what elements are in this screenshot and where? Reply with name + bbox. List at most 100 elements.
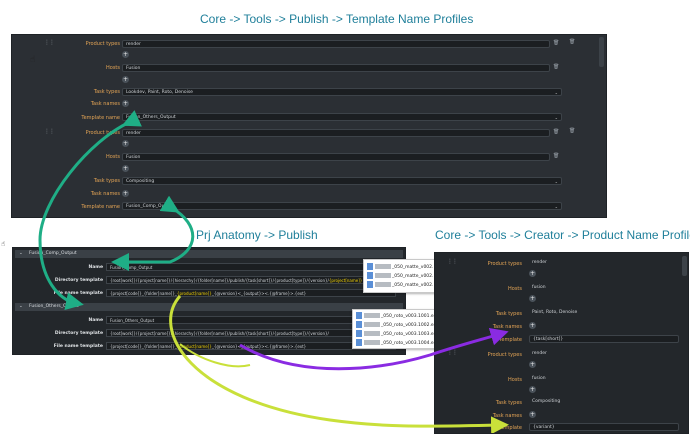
label-task-names: Task names [492, 324, 522, 330]
heading-product-name-profiles: Core -> Tools -> Creator -> Product Name… [435, 228, 690, 242]
file-name: _050_roto_v003.1002.exr [381, 323, 439, 328]
group-header-others-output[interactable]: ⌄ Fusion_Others_Output [15, 303, 403, 311]
drag-handle-icon[interactable]: ⋮⋮ [447, 258, 458, 265]
template-name-select[interactable]: Fusion_Comp_Output ⌄ [122, 202, 562, 210]
file-item[interactable]: _050_matte_v002.1001.exr [367, 263, 454, 271]
label-template-name: Template name [81, 115, 120, 121]
task-types-value: Compositing [126, 179, 155, 184]
add-task-name-icon[interactable]: + [529, 322, 536, 329]
group-header-label: Fusion_Others_Output [29, 304, 79, 309]
redacted-block [375, 264, 391, 269]
task-types-value: Lookdev, Paint, Roto, Denoise [126, 90, 193, 95]
template-field[interactable]: {variant} [529, 423, 679, 431]
drag-handle-icon[interactable]: ⋮⋮ [44, 39, 55, 46]
redacted-block [364, 322, 380, 327]
template-name-value: Fusion_Others_Output [126, 115, 176, 120]
file-name-template-field[interactable]: {project[code]}_{folder[name]}_{product[… [106, 289, 396, 297]
group-header-comp-output[interactable]: ⌄Fusion_Comp_Output [15, 250, 403, 258]
add-host-icon[interactable]: + [529, 386, 536, 393]
label-file-name-template: File name template [53, 291, 103, 296]
add-host-icon[interactable]: + [122, 76, 129, 83]
add-task-name-icon[interactable]: + [122, 190, 129, 197]
add-host-icon[interactable]: + [122, 165, 129, 172]
label-task-names: Task names [90, 101, 120, 107]
add-task-name-icon[interactable]: + [529, 411, 536, 418]
add-host-icon[interactable]: + [529, 295, 536, 302]
file-template-highlight: {product[name]} [176, 291, 212, 296]
file-item[interactable]: _050_roto_v003.1003.exr [356, 330, 438, 338]
directory-template-text: {root[work]}/{project[name]}/{hierarchy}… [110, 278, 329, 283]
file-item[interactable]: _050_matte_v002.1002.exr [367, 272, 454, 280]
delete-icon[interactable]: 🗑 [553, 64, 560, 70]
anatomy-publish-panel: ⌄Fusion_Comp_Output Name Fusion_Comp_Out… [12, 247, 406, 355]
label-directory-template: Directory template [54, 331, 103, 336]
mouse-cursor-icon: ☝ [1, 240, 6, 248]
chevron-down-icon: ⌄ [554, 115, 558, 120]
product-types-field[interactable]: render [532, 351, 547, 356]
chevron-down-icon: ⌄ [554, 204, 558, 209]
file-name: _050_matte_v002.1002.exr [392, 274, 454, 279]
label-product-types: Product types [487, 261, 522, 267]
file-item[interactable]: _050_roto_v003.1002.exr [356, 321, 438, 329]
add-task-name-icon[interactable]: + [122, 100, 129, 107]
chevron-down-icon: ⌄ [19, 251, 23, 256]
delete-icon[interactable]: 🗑 [553, 40, 560, 46]
label-product-types: Product types [85, 41, 120, 47]
drag-handle-icon[interactable]: ⋮⋮ [447, 349, 458, 356]
hosts-field[interactable]: fusion [532, 285, 546, 290]
product-types-field[interactable]: render [122, 40, 550, 48]
file-template-highlight: {product[name]} [176, 344, 212, 349]
label-task-names: Task names [90, 191, 120, 197]
add-product-type-icon[interactable]: + [529, 361, 536, 368]
add-product-type-icon[interactable]: + [122, 51, 129, 58]
file-icon [367, 272, 373, 279]
delete-profile-icon[interactable]: 🗑 [569, 39, 576, 45]
label-product-types: Product types [487, 352, 522, 358]
file-item[interactable]: _050_matte_v002.1003.exr [367, 281, 454, 289]
directory-template-highlight: {project[name]} [328, 278, 363, 283]
template-name-value: Fusion_Comp_Output [126, 204, 174, 209]
add-product-type-icon[interactable]: + [529, 270, 536, 277]
file-icon [356, 312, 362, 319]
label-task-types: Task types [495, 400, 522, 406]
file-item[interactable]: _050_roto_v003.1001.exr [356, 312, 438, 320]
file-item[interactable]: _050_roto_v003.1004.exr [356, 339, 438, 347]
label-product-types: Product types [85, 130, 120, 136]
file-name: _050_roto_v003.1001.exr [381, 314, 439, 319]
label-task-types: Task types [495, 311, 522, 317]
delete-icon[interactable]: 🗑 [553, 153, 560, 159]
redacted-block [364, 313, 380, 318]
name-field[interactable]: Fusion_Comp_Output [106, 263, 396, 271]
chevron-down-icon: ⌄ [19, 304, 23, 309]
template-field[interactable]: {task[short]} [529, 335, 679, 343]
directory-template-field[interactable]: {root[work]}/{project[name]}/{hierarchy}… [106, 276, 396, 284]
product-types-field[interactable]: render [532, 260, 547, 265]
product-types-field[interactable]: render [122, 129, 550, 137]
redacted-block [375, 273, 391, 278]
hosts-field[interactable]: Fusion [122, 64, 550, 72]
file-icon [356, 339, 362, 346]
add-product-type-icon[interactable]: + [122, 140, 129, 147]
file-template-prefix: {project[code]}_{folder[name]}_ [110, 291, 177, 296]
label-hosts: Hosts [508, 377, 522, 383]
scrollbar[interactable] [682, 256, 687, 276]
redacted-block [364, 340, 380, 345]
file-name: _050_matte_v002.1001.exr [392, 265, 454, 270]
task-types-select[interactable]: Lookdev, Paint, Roto, Denoise⌄ [122, 88, 562, 96]
hosts-field[interactable]: Fusion [122, 153, 550, 161]
hosts-field[interactable]: fusion [532, 376, 546, 381]
task-types-field[interactable]: Compositing [532, 399, 561, 404]
task-types-field[interactable]: Paint, Roto, Denoise [532, 310, 578, 315]
scrollbar[interactable] [599, 37, 604, 67]
delete-icon[interactable]: 🗑 [553, 129, 560, 135]
drag-handle-icon[interactable]: ⋮⋮ [44, 128, 55, 135]
delete-profile-icon[interactable]: 🗑 [569, 128, 576, 134]
label-task-types: Task types [93, 89, 120, 95]
file-template-suffix: _{@version}<_{output}><.{@frame}>.{ext} [211, 291, 307, 296]
heading-prj-anatomy: Prj Anatomy -> Publish [196, 228, 318, 242]
label-file-name-template: File name template [53, 344, 103, 349]
template-name-select[interactable]: Fusion_Others_Output ⌄ [122, 113, 562, 121]
chevron-down-icon: ⌄ [554, 179, 558, 184]
task-types-select[interactable]: Compositing ⌄ [122, 177, 562, 185]
product-name-profiles-panel: ⋮⋮ Product types render + Hosts fusion +… [434, 252, 689, 434]
